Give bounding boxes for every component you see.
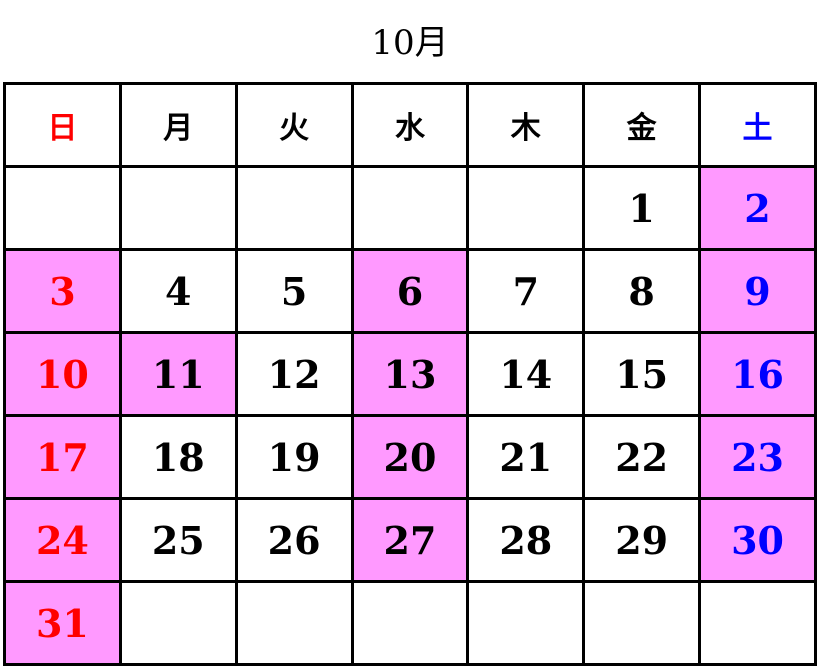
day-cell: 7 bbox=[466, 248, 586, 334]
day-cell: 13 bbox=[350, 331, 470, 417]
day-cell bbox=[698, 580, 817, 666]
day-cell: 1 bbox=[582, 165, 702, 251]
weekday-header-row: 日 月 火 水 木 金 土 bbox=[3, 82, 817, 168]
day-cell: 15 bbox=[582, 331, 702, 417]
day-cell bbox=[466, 165, 586, 251]
week-row-3: 10 11 12 13 14 15 16 bbox=[3, 331, 817, 417]
day-cell bbox=[350, 580, 470, 666]
weekday-header-thu: 木 bbox=[466, 82, 586, 168]
day-cell: 4 bbox=[118, 248, 238, 334]
day-cell: 23 bbox=[698, 414, 817, 500]
day-cell: 31 bbox=[3, 580, 122, 666]
day-cell: 29 bbox=[582, 497, 702, 583]
day-cell: 18 bbox=[118, 414, 238, 500]
day-cell: 28 bbox=[466, 497, 586, 583]
day-cell: 27 bbox=[350, 497, 470, 583]
week-row-5: 24 25 26 27 28 29 30 bbox=[3, 497, 817, 583]
day-cell bbox=[350, 165, 470, 251]
day-cell: 19 bbox=[234, 414, 354, 500]
weekday-header-fri: 金 bbox=[582, 82, 702, 168]
day-cell bbox=[234, 165, 354, 251]
calendar-grid: 日 月 火 水 木 金 土 1 2 3 4 5 6 7 8 9 1 bbox=[3, 82, 817, 666]
day-cell: 30 bbox=[698, 497, 817, 583]
week-row-1: 1 2 bbox=[3, 165, 817, 251]
weekday-header-sat: 土 bbox=[698, 82, 817, 168]
day-cell: 17 bbox=[3, 414, 122, 500]
day-cell: 5 bbox=[234, 248, 354, 334]
day-cell: 10 bbox=[3, 331, 122, 417]
day-cell: 14 bbox=[466, 331, 586, 417]
day-cell: 26 bbox=[234, 497, 354, 583]
day-cell bbox=[118, 580, 238, 666]
day-cell: 22 bbox=[582, 414, 702, 500]
week-row-6: 31 bbox=[3, 580, 817, 666]
day-cell bbox=[118, 165, 238, 251]
day-cell: 12 bbox=[234, 331, 354, 417]
day-cell: 24 bbox=[3, 497, 122, 583]
day-cell: 2 bbox=[698, 165, 817, 251]
day-cell: 3 bbox=[3, 248, 122, 334]
day-cell bbox=[234, 580, 354, 666]
day-cell bbox=[466, 580, 586, 666]
day-cell: 21 bbox=[466, 414, 586, 500]
day-cell: 20 bbox=[350, 414, 470, 500]
week-row-2: 3 4 5 6 7 8 9 bbox=[3, 248, 817, 334]
day-cell: 9 bbox=[698, 248, 817, 334]
day-cell: 6 bbox=[350, 248, 470, 334]
day-cell: 11 bbox=[118, 331, 238, 417]
weekday-header-tue: 火 bbox=[234, 82, 354, 168]
weekday-header-wed: 水 bbox=[350, 82, 470, 168]
day-cell: 8 bbox=[582, 248, 702, 334]
weekday-header-sun: 日 bbox=[3, 82, 122, 168]
day-cell bbox=[3, 165, 122, 251]
day-cell: 16 bbox=[698, 331, 817, 417]
day-cell: 25 bbox=[118, 497, 238, 583]
week-row-4: 17 18 19 20 21 22 23 bbox=[3, 414, 817, 500]
day-cell bbox=[582, 580, 702, 666]
calendar-month-title: 10月 bbox=[371, 23, 449, 63]
weekday-header-mon: 月 bbox=[118, 82, 238, 168]
